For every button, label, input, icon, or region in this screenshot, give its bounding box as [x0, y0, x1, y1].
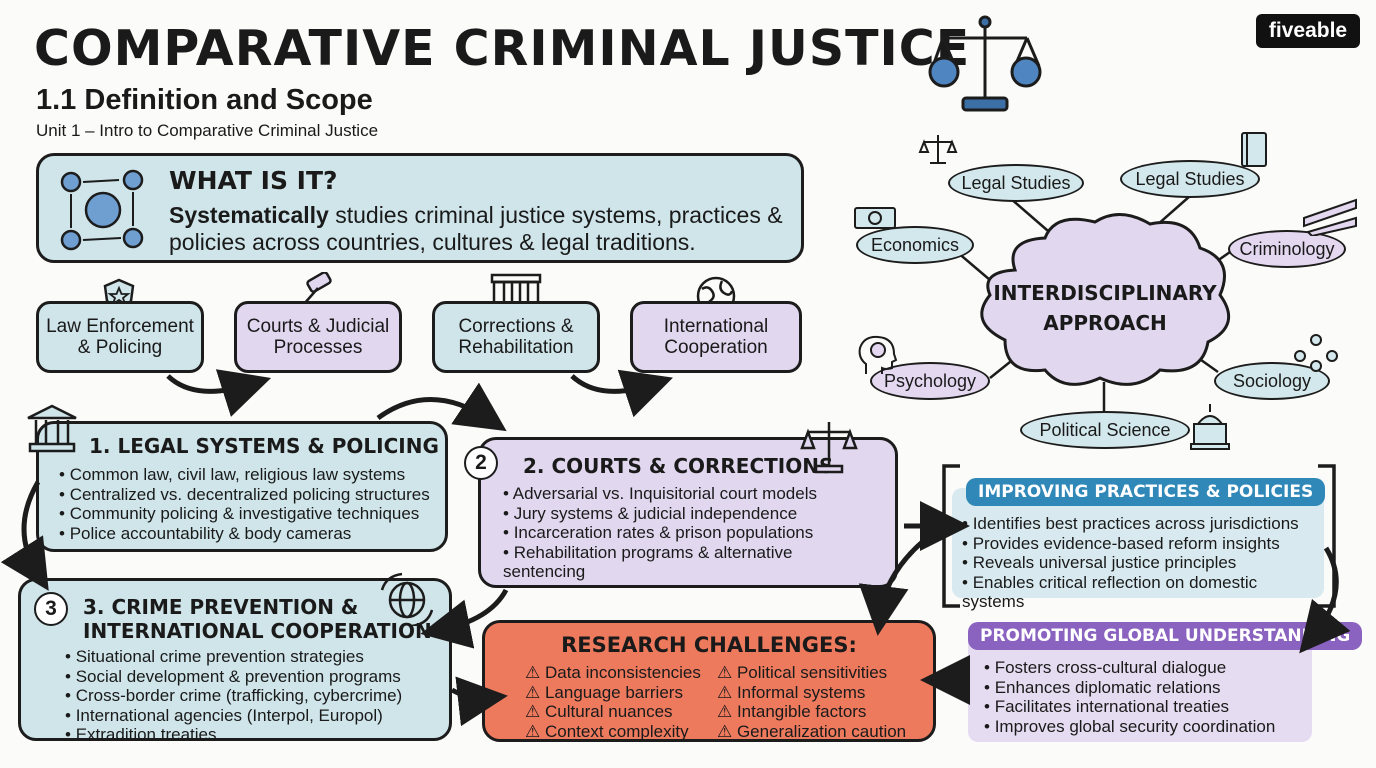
- scales-globe-icon: [928, 15, 1042, 112]
- list-item: ⚠ Cultural nuances: [525, 702, 673, 721]
- node-legal-studies-right: Legal Studies: [1120, 160, 1260, 198]
- improving-practices-panel: IMPROVING PRACTICES & POLICIES Identifie…: [952, 478, 1326, 611]
- flow-courts: Courts & Judicial Processes: [234, 301, 402, 373]
- list-item: ⚠ Generalization caution: [717, 721, 907, 741]
- improving-heading: IMPROVING PRACTICES & POLICIES: [966, 478, 1326, 506]
- unit-label: Unit 1 – Intro to Comparative Criminal J…: [36, 121, 379, 140]
- list-item: ⚠ Language barriers: [525, 682, 683, 702]
- section-crime-prevention: 3. CRIME PREVENTION & INTERNATIONAL COOP…: [18, 578, 452, 744]
- list-item: Adversarial vs. Inquisitorial court mode…: [503, 484, 833, 504]
- capitol-building-icon: [1190, 404, 1230, 450]
- scales-small-icon: [918, 135, 958, 164]
- list-item: International agencies (Interpol, Europo…: [65, 706, 402, 726]
- section3-heading-line2: INTERNATIONAL COOPERATION: [83, 619, 432, 643]
- node-legal-studies-left: Legal Studies: [948, 164, 1084, 202]
- list-item: Improves global security coordination: [984, 717, 1276, 737]
- list-item: ⚠ Informal systems: [717, 682, 866, 702]
- list-item: Incarceration rates & prison populations: [503, 523, 833, 543]
- list-item: Enables critical reflection on domestic …: [962, 573, 1324, 612]
- interdisciplinary-center-label: INTERDISCIPLINARY APPROACH: [993, 281, 1217, 335]
- cloud-shape: [980, 213, 1230, 386]
- section3-list: Situational crime prevention strategies …: [65, 647, 403, 745]
- people-network-icon: [1294, 334, 1338, 372]
- research-challenges-box: RESEARCH CHALLENGES: ⚠ Data inconsistenc…: [482, 620, 936, 742]
- list-item: Identifies best practices across jurisdi…: [962, 514, 1324, 534]
- research-left-column: ⚠ Data inconsistencies ⚠ Language barrie…: [525, 663, 701, 741]
- promoting-understanding-panel: PROMOTING GLOBAL UNDERSTANDING Fosters c…: [968, 622, 1363, 742]
- list-item: ⚠ Context complexity: [525, 721, 689, 741]
- flow-corrections: Corrections & Rehabilitation: [432, 301, 600, 373]
- promoting-list: Fosters cross-cultural dialogue Enhances…: [984, 658, 1276, 737]
- list-item: Jury systems & judicial independence: [503, 504, 833, 524]
- list-item: Police accountability & body cameras: [59, 524, 430, 544]
- crime-scene-tape-icon: [1303, 198, 1357, 236]
- list-item: Reveals universal justice principles: [962, 553, 1324, 573]
- courthouse-icon: [27, 404, 77, 453]
- flow-law-enforcement: Law Enforcement & Policing: [36, 301, 204, 373]
- fiveable-logo: fiveable: [1256, 14, 1360, 48]
- list-item: Provides evidence-based reform insights: [962, 534, 1324, 554]
- list-item: ⚠ Political sensitivities: [717, 663, 888, 682]
- scales-icon: [800, 422, 858, 474]
- list-item: Social development & prevention programs: [65, 667, 402, 687]
- section2-heading: 2. COURTS & CORRECTIONS: [523, 454, 834, 478]
- node-criminology: Criminology: [1228, 230, 1346, 268]
- research-heading: RESEARCH CHALLENGES:: [561, 633, 857, 657]
- law-book-icon: [1241, 132, 1267, 167]
- section2-list: Adversarial vs. Inquisitorial court mode…: [503, 484, 833, 582]
- section3-number-badge: 3: [34, 592, 68, 626]
- section1-heading: 1. LEGAL SYSTEMS & POLICING: [89, 434, 439, 458]
- promoting-heading: PROMOTING GLOBAL UNDERSTANDING: [968, 622, 1363, 650]
- list-item: Centralized vs. decentralized policing s…: [59, 485, 430, 505]
- list-item: ⚠ Data inconsistencies: [525, 663, 701, 682]
- global-network-icon: [60, 169, 144, 251]
- list-item: Common law, civil law, religious law sys…: [59, 465, 430, 485]
- what-is-it-box: WHAT IS IT? Systematically studies crimi…: [36, 153, 804, 263]
- list-item: Fosters cross-cultural dialogue: [984, 658, 1275, 678]
- what-is-it-text: Systematically studies criminal justice …: [169, 202, 783, 255]
- list-item: Rehabilitation programs & alternative se…: [503, 543, 833, 582]
- section2-number-badge: 2: [464, 446, 498, 480]
- section1-list: Common law, civil law, religious law sys…: [59, 465, 430, 543]
- money-icon: [854, 207, 896, 229]
- what-is-it-heading: WHAT IS IT?: [169, 166, 338, 195]
- list-item: ⚠ Intangible factors: [717, 702, 867, 721]
- brain-head-icon: [858, 335, 898, 374]
- improving-list: Identifies best practices across jurisdi…: [962, 514, 1324, 612]
- list-item: Situational crime prevention strategies: [65, 647, 402, 667]
- section3-heading-line1: 3. CRIME PREVENTION &: [83, 595, 359, 619]
- list-item: Enhances diplomatic relations: [984, 678, 1275, 698]
- page-subtitle: 1.1 Definition and Scope: [36, 84, 373, 116]
- page-title: COMPARATIVE CRIMINAL JUSTICE: [34, 20, 971, 77]
- list-item: Facilitates international treaties: [984, 697, 1275, 717]
- research-right-column: ⚠ Political sensitivities ⚠ Informal sys…: [717, 663, 906, 741]
- list-item: Community policing & investigative techn…: [59, 504, 430, 524]
- list-item: Cross-border crime (trafficking, cybercr…: [65, 686, 403, 706]
- node-economics: Economics: [856, 226, 974, 264]
- flow-international: International Cooperation: [630, 301, 802, 373]
- list-item: Extradition treaties: [65, 725, 402, 745]
- node-political-science: Political Science: [1020, 411, 1190, 449]
- section-legal-systems: 1. LEGAL SYSTEMS & POLICING Common law, …: [36, 421, 448, 552]
